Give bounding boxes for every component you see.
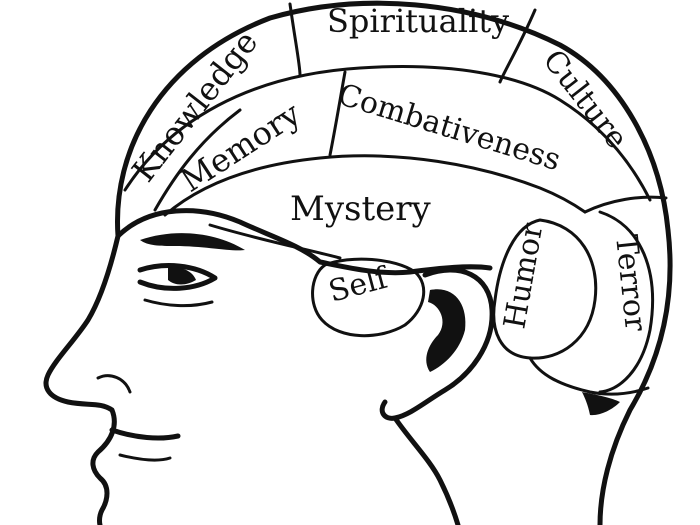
divider-middle-arc <box>163 154 587 217</box>
divider-memory-combat <box>328 70 347 157</box>
divider-upper-arc <box>123 65 652 202</box>
label-spirituality: Spirituality <box>327 2 509 40</box>
skull-lower-boundary <box>115 208 493 276</box>
face-profile <box>43 233 121 525</box>
terror-region-outline <box>598 210 655 394</box>
lip-line <box>118 453 172 462</box>
head-outline <box>115 0 673 525</box>
ear-inner-shading <box>426 289 466 372</box>
divider-knowledge-memory <box>153 108 242 212</box>
lower-back-boundary <box>528 356 650 396</box>
divider-culture-bottom <box>583 195 668 214</box>
divider-top-left <box>288 2 302 77</box>
label-terror: Terror <box>608 233 653 333</box>
jaw-line <box>392 415 461 525</box>
ear-outline <box>379 267 495 421</box>
label-humor: Humor <box>497 220 550 331</box>
self-region-outline <box>311 257 426 338</box>
eye <box>137 263 218 291</box>
mouth <box>109 427 181 441</box>
label-mystery: Mystery <box>290 189 432 229</box>
eyebrow <box>140 233 245 251</box>
eyelid-crease <box>143 298 214 308</box>
divider-mystery-bottom <box>208 223 342 260</box>
eye-pupil <box>168 267 196 285</box>
nostril <box>96 374 132 394</box>
neck-shading <box>582 392 620 416</box>
